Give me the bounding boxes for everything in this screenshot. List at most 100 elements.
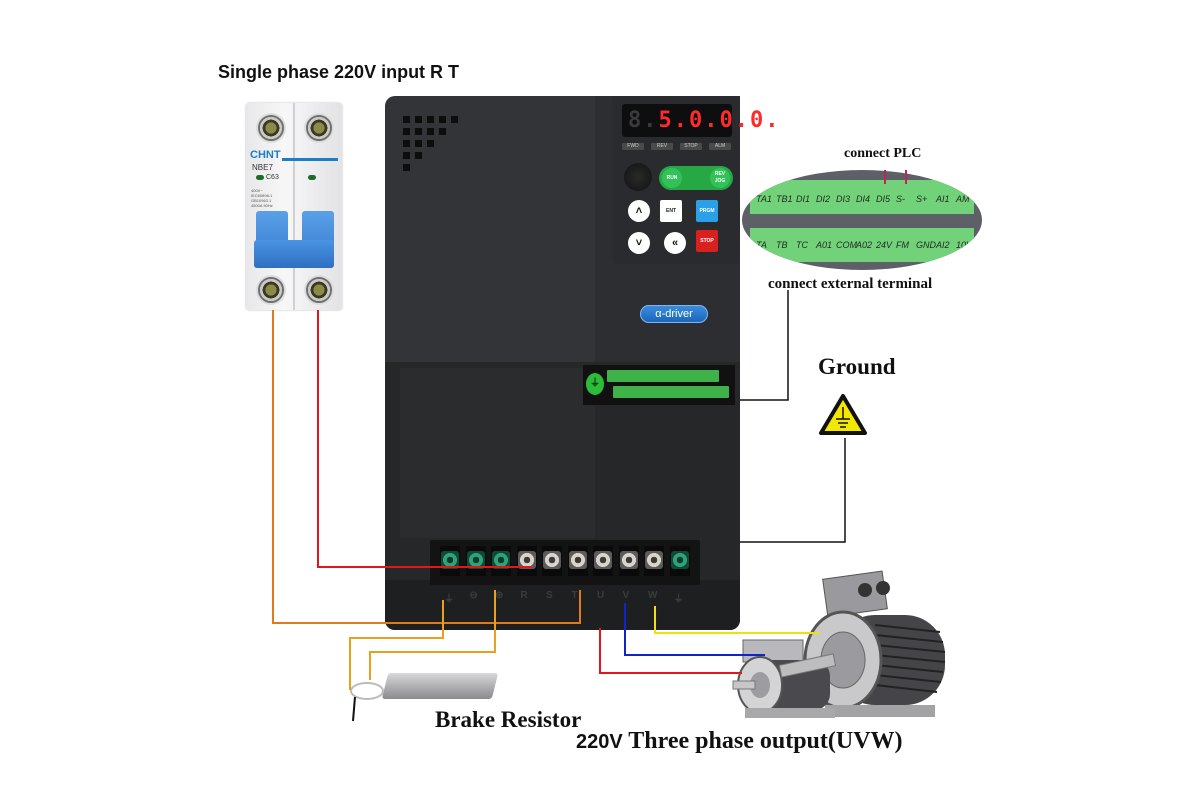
connect-plc-label: connect PLC — [844, 146, 922, 161]
breaker-top-screw-r — [256, 113, 286, 143]
control-terminal-label: 10V — [956, 240, 973, 250]
run-button[interactable]: RUN — [662, 168, 682, 188]
wire-brake-1 — [349, 600, 444, 690]
wire-signal-external — [740, 290, 789, 401]
breaker-bottom-screw-r — [256, 275, 286, 305]
breaker-pole-divider — [293, 103, 295, 310]
vent-hole — [403, 152, 410, 159]
power-terminal-label: ⊖ — [469, 590, 478, 601]
control-terminal-label: A02 — [856, 240, 873, 250]
power-terminal[interactable] — [567, 546, 588, 576]
control-terminal-row-bottom — [613, 386, 729, 398]
breaker-led-icon — [308, 175, 316, 180]
closeup-terminal-row-bottom — [750, 228, 974, 262]
power-terminal[interactable] — [644, 546, 664, 576]
control-terminal-row-top — [607, 370, 719, 382]
control-terminal-label: GND — [916, 240, 936, 250]
vent-hole — [427, 140, 434, 147]
terminal-screw-icon — [568, 551, 587, 569]
ent-button[interactable]: ENT — [660, 200, 682, 222]
terminal-screw-icon — [517, 551, 536, 569]
wire-output-u — [599, 628, 742, 674]
vent-hole — [439, 128, 446, 135]
vent-hole — [403, 164, 410, 171]
control-terminal-label: DI1 — [796, 194, 811, 204]
power-terminal[interactable] — [669, 546, 690, 576]
circuit-breaker: CHNT NBE7 C63 400V~ IEC60898-1 GB10963.1… — [246, 103, 342, 310]
control-terminal-label: DI5 — [876, 194, 891, 204]
ground-label: Ground — [818, 354, 896, 379]
power-terminal[interactable] — [440, 546, 460, 576]
control-terminal-label: TB1 — [776, 194, 793, 204]
resistor-lead-wires — [350, 682, 384, 722]
output-description: Three phase output(UVW) — [622, 728, 903, 754]
terminal-screw-icon — [441, 551, 459, 569]
rev-jog-button[interactable]: REV JOG — [710, 168, 730, 188]
breaker-brand-bar — [282, 158, 338, 161]
vent-hole — [439, 116, 446, 123]
control-terminal-label: TB — [776, 240, 788, 250]
breaker-brand: CHNT — [250, 149, 281, 161]
breaker-top-screw-t — [304, 113, 334, 143]
vent-hole — [427, 128, 434, 135]
terminal-screw-icon — [670, 551, 689, 569]
control-terminal-label: DI4 — [856, 194, 871, 204]
power-terminal-block — [430, 540, 700, 585]
control-terminal-label: TC — [796, 240, 808, 250]
vent-hole — [403, 128, 410, 135]
power-terminal-label: ⏚ — [673, 594, 684, 605]
control-terminal-area: ⏚ — [583, 365, 735, 405]
breaker-bottom-screw-t — [304, 275, 334, 305]
power-terminal[interactable] — [465, 546, 486, 576]
brand-logo: α-driver — [640, 305, 708, 323]
vfd-terminal-skirt — [385, 580, 740, 630]
control-terminal-label: TA — [756, 240, 767, 250]
power-terminal-label: R — [520, 590, 528, 601]
wire-input-t — [272, 310, 581, 624]
control-terminal-label: 24V — [876, 240, 893, 250]
vent-hole — [427, 116, 434, 123]
wire-brake-2 — [369, 590, 496, 680]
power-terminal[interactable] — [516, 546, 537, 576]
indicator-stop: STOP — [680, 143, 702, 150]
control-terminal-label: FM — [896, 240, 909, 250]
small-motor — [732, 639, 837, 718]
control-terminal-label: COM — [836, 240, 857, 250]
stop-button[interactable]: STOP — [696, 230, 718, 252]
wire-output-w — [654, 606, 820, 634]
down-arrow-button[interactable]: ˅ — [628, 232, 650, 254]
terminal-screw-icon — [492, 551, 510, 569]
power-terminal[interactable] — [491, 546, 511, 576]
power-terminal-label: ⏚ — [444, 594, 454, 605]
breaker-handle-tie[interactable] — [254, 240, 334, 268]
vent-hole — [403, 140, 410, 147]
vent-hole — [415, 152, 422, 159]
speed-knob[interactable] — [624, 163, 652, 191]
indicator-rev: REV — [651, 143, 673, 150]
terminal-screw-icon — [543, 551, 561, 569]
control-terminal-label: A01 — [816, 240, 833, 250]
control-terminal-label: AI2 — [936, 240, 950, 250]
control-terminal-label: TA1 — [756, 194, 772, 204]
up-arrow-button[interactable]: ˄ — [628, 200, 650, 222]
wire-input-r — [317, 310, 532, 568]
power-terminal-label: U — [597, 590, 605, 601]
terminal-screw-icon — [619, 551, 638, 569]
breaker-rating: C63 — [266, 174, 279, 181]
breaker-model: NBE7 — [252, 163, 273, 172]
brake-resistor-label: Brake Resistor — [435, 707, 582, 732]
shift-button[interactable]: « — [664, 232, 686, 254]
prgm-button[interactable]: PRGM — [696, 200, 718, 222]
control-terminal-label: DI3 — [836, 194, 851, 204]
control-terminal-label: AM — [956, 194, 970, 204]
plc-marker-s-plus — [905, 170, 907, 184]
vent-hole — [415, 128, 422, 135]
power-terminal[interactable] — [542, 546, 562, 576]
three-phase-motors — [732, 570, 946, 718]
indicator-alm: ALM — [709, 143, 731, 150]
vent-hole — [451, 116, 458, 123]
power-terminal[interactable] — [593, 546, 613, 576]
power-terminal[interactable] — [618, 546, 639, 576]
power-terminal-label: T — [571, 590, 578, 601]
